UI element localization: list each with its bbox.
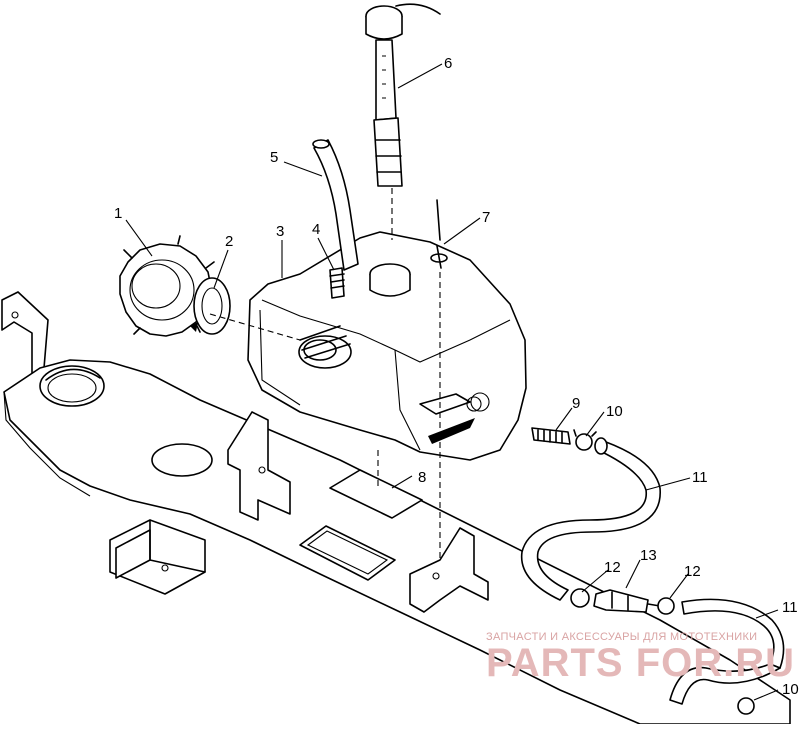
front-bracket (1, 291, 49, 375)
callout-10-lower: 10 (782, 681, 799, 698)
hose-clamp-filter-inlet (570, 588, 590, 608)
fuel-tank (247, 231, 527, 461)
hose-clamp-filter-outlet (657, 597, 675, 615)
callout-10-upper: 10 (606, 403, 623, 420)
alignment-lines (209, 188, 441, 560)
callout-9: 9 (572, 395, 580, 412)
sensor-rod (430, 199, 448, 269)
fuel-cap (119, 235, 215, 337)
callout-3: 3 (276, 223, 284, 240)
hose-clamp-upper (573, 429, 597, 451)
callout-7: 7 (482, 209, 490, 226)
callout-13: 13 (640, 547, 657, 564)
fuel-hose-upper (520, 437, 661, 601)
cap-gasket (190, 277, 231, 335)
fuel-hose-lower (669, 598, 785, 705)
inline-fuel-filter (593, 589, 661, 613)
vent-hose (312, 139, 359, 271)
watermark-site: PARTS FOR.RU (486, 641, 795, 685)
callout-5: 5 (270, 149, 278, 166)
tank-bracket-left (227, 411, 291, 521)
leader-lines (125, 63, 779, 701)
frame (1, 291, 791, 725)
fuel-gauge-unit (365, 3, 441, 187)
hose-clamp-lower (737, 697, 755, 715)
callout-4: 4 (312, 221, 320, 238)
callout-12-right: 12 (684, 563, 701, 580)
callout-labels: 1 2 3 4 5 6 7 8 9 10 11 12 13 12 11 10 (114, 55, 799, 698)
watermark-tagline: ЗАПЧАСТИ И АКСЕССУАРЫ ДЛЯ МОТОТЕХНИКИ (486, 631, 757, 643)
callout-11-lower: 11 (782, 599, 798, 616)
callout-8: 8 (418, 469, 426, 486)
callout-1: 1 (114, 205, 122, 222)
callout-2: 2 (225, 233, 233, 250)
tank-pad (329, 469, 423, 519)
vent-fitting (329, 267, 345, 299)
tank-bracket-right (409, 527, 489, 613)
callout-6: 6 (444, 55, 452, 72)
watermark: ЗАПЧАСТИ И АКСЕССУАРЫ ДЛЯ МОТОТЕХНИКИ PA… (486, 631, 795, 685)
callout-12-left: 12 (604, 559, 621, 576)
outlet-fitting (531, 427, 571, 445)
callout-11-upper: 11 (692, 469, 708, 486)
